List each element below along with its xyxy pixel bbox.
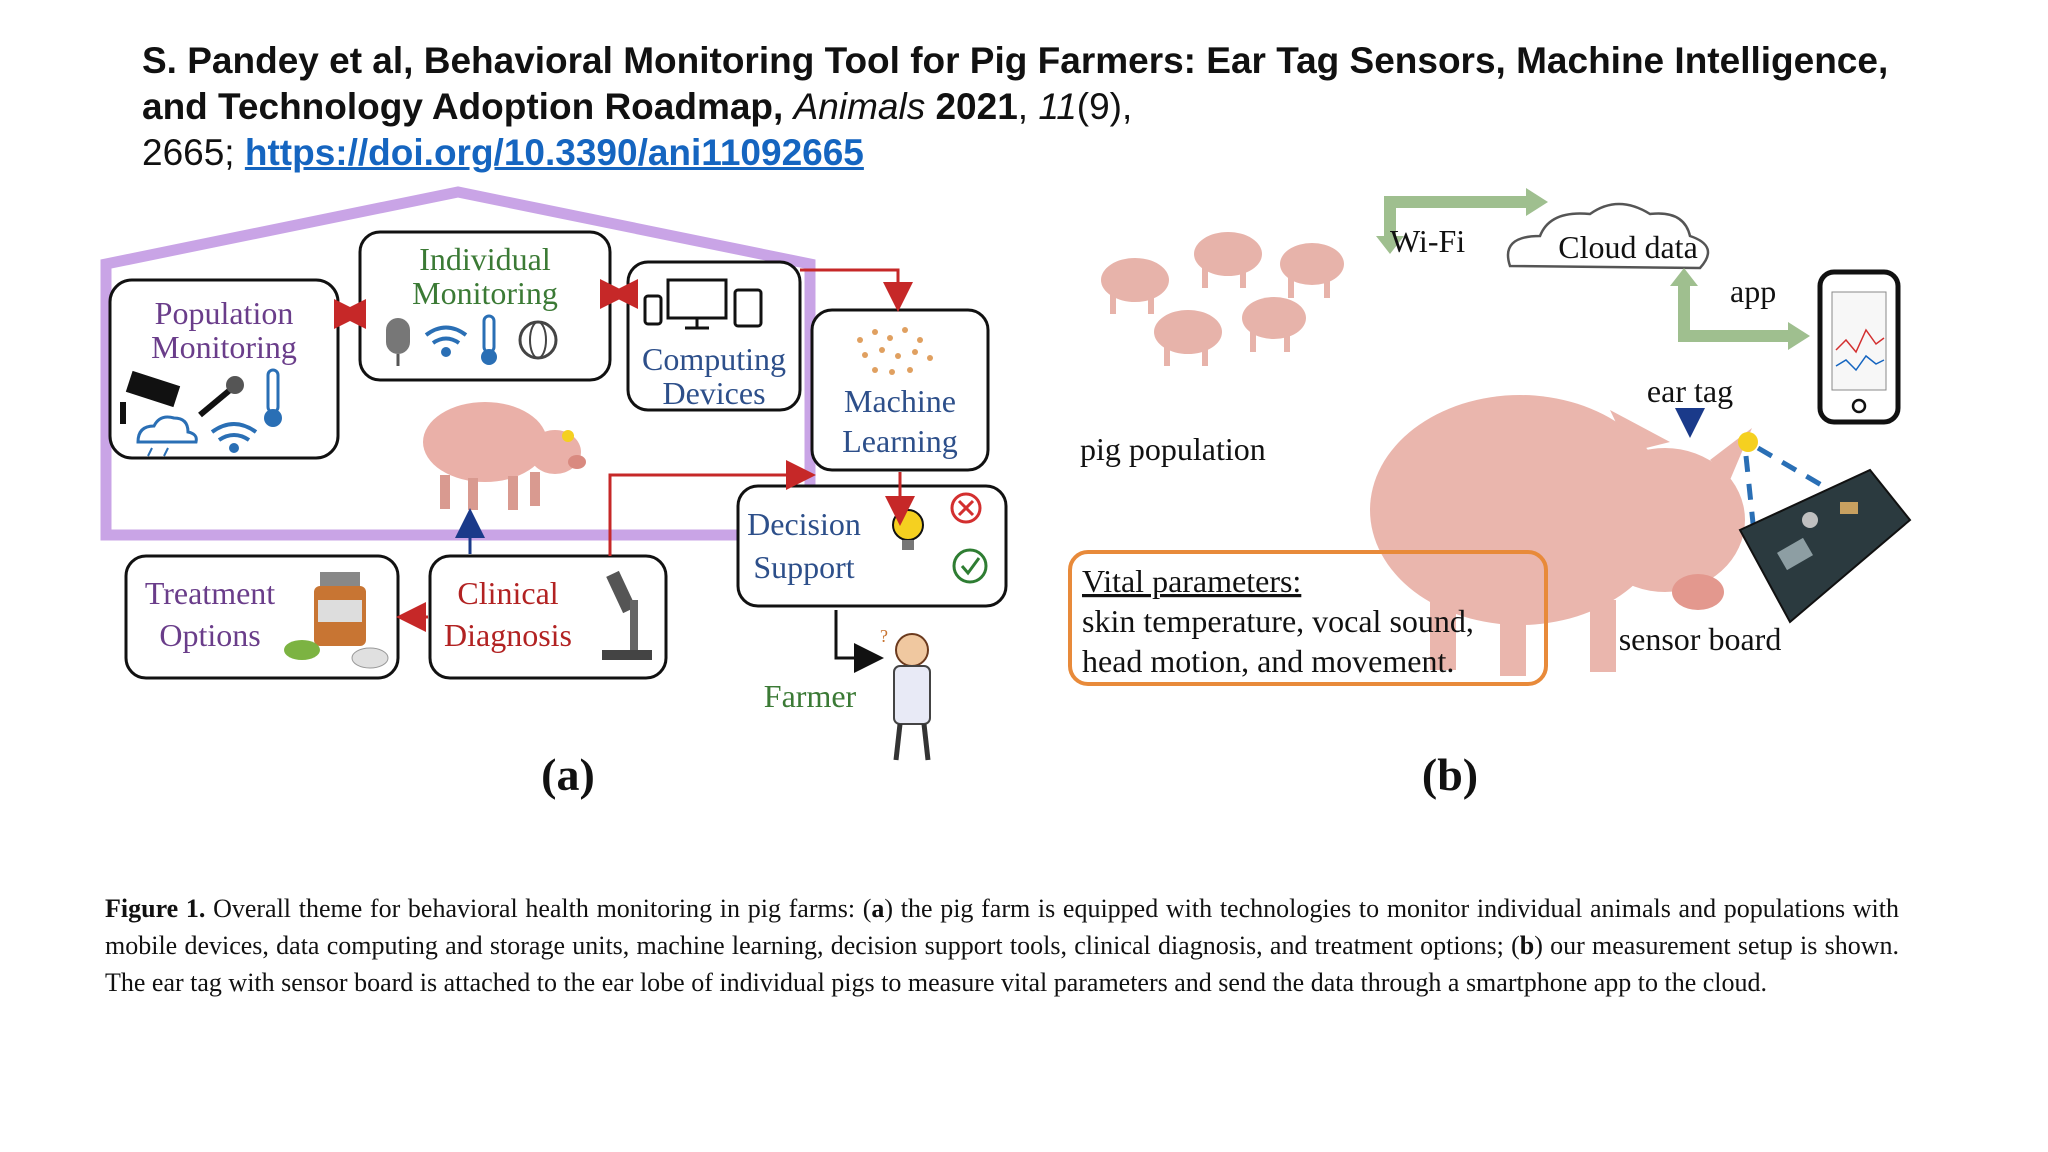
clinical-label-2: Diagnosis <box>444 617 572 653</box>
devices-icon <box>643 278 763 330</box>
caption-a: a <box>871 894 885 923</box>
doi-link[interactable]: https://doi.org/10.3390/ani11092665 <box>244 132 864 173</box>
vital-line-2: head motion, and movement. <box>1082 643 1454 679</box>
wifi-icon <box>210 422 258 453</box>
vital-parameters-box: Vital parameters: skin temperature, voca… <box>1068 550 1548 686</box>
thermometer-icon <box>264 368 282 427</box>
population-label-1: Population <box>155 295 294 331</box>
pig-illustration <box>423 402 586 510</box>
microphone-icon <box>198 376 244 418</box>
population-monitoring-box: Population Monitoring <box>108 278 340 460</box>
pig-population-label: pig population <box>1080 431 1266 467</box>
question-mark-icon: ? <box>880 626 888 646</box>
individual-label-1: Individual <box>419 241 551 277</box>
computing-label-1: Computing <box>642 341 786 377</box>
citation-journal: Animals <box>793 86 926 127</box>
microphone-icon <box>386 318 410 366</box>
sensor-board-label: sensor board <box>1619 621 1782 657</box>
citation-pages: 2665; <box>142 132 235 173</box>
cross-icon <box>950 492 982 524</box>
treatment-options-box: Treatment Options <box>124 554 400 680</box>
sensor-board-illustration <box>1738 468 1912 624</box>
medicine-bottle-icon <box>314 572 366 646</box>
decision-support-box: Decision Support <box>736 484 1008 608</box>
caption-text-3: ) our measurement setup is shown. The ea… <box>105 931 1899 997</box>
citation-title: S. Pandey et al, Behavioral Monitoring T… <box>142 40 1889 127</box>
wifi-arrow <box>1376 188 1548 254</box>
citation-header: S. Pandey et al, Behavioral Monitoring T… <box>142 40 1889 173</box>
individual-monitoring-box: Individual Monitoring <box>358 230 612 382</box>
figure-1: Population Monitoring Individual Monitor… <box>100 186 1912 800</box>
vital-line-1: skin temperature, vocal sound, <box>1082 603 1474 639</box>
clinical-label-1: Clinical <box>457 575 558 611</box>
ml-label-1: Machine <box>844 383 956 419</box>
cloud-rain-icon <box>136 415 198 457</box>
farmer-label: Farmer <box>764 678 857 714</box>
treatment-label-2: Options <box>159 617 260 653</box>
camera-icon <box>120 370 181 424</box>
flow-arrows-a <box>334 268 915 673</box>
wifi-label: Wi-Fi <box>1390 223 1465 259</box>
cloud-data-label: Cloud data <box>1558 229 1698 265</box>
vital-title: Vital parameters: <box>1082 563 1301 599</box>
population-label-2: Monitoring <box>151 329 297 365</box>
big-pig-illustration <box>1370 395 1758 676</box>
caption-label: Figure 1. <box>105 894 206 923</box>
ear-tag-link <box>1743 445 1832 553</box>
citation-issue: (9), <box>1076 86 1133 127</box>
citation-volume: 11 <box>1038 86 1077 127</box>
decision-label-2: Support <box>753 549 854 585</box>
farmer-illustration: ? <box>880 626 931 761</box>
panel-b-label: (b) <box>1422 749 1478 800</box>
app-arrow <box>1670 268 1810 350</box>
machine-learning-box: Machine Learning <box>810 308 990 472</box>
brain-network-icon <box>857 327 933 375</box>
individual-label-2: Monitoring <box>412 275 558 311</box>
cloud-icon <box>1506 202 1710 270</box>
ml-label-2: Learning <box>842 423 958 459</box>
decision-label-1: Decision <box>747 506 861 542</box>
panel-a: Population Monitoring Individual Monitor… <box>100 186 1008 800</box>
clinical-diagnosis-box: Clinical Diagnosis <box>428 554 668 680</box>
ear-tag-label: ear tag <box>1647 373 1733 409</box>
citation-year: 2021 <box>935 86 1018 127</box>
figure-caption: Figure 1. Overall theme for behavioral h… <box>105 890 1899 1001</box>
app-label: app <box>1730 273 1776 309</box>
farm-house-outline <box>100 186 816 541</box>
pills-icon <box>284 640 389 669</box>
panel-b: pig population Wi-Fi Cloud data app ear … <box>1068 188 1912 800</box>
thermometer-icon <box>481 314 497 365</box>
gyroscope-icon <box>518 320 558 360</box>
caption-text-1: Overall theme for behavioral health moni… <box>205 894 872 923</box>
microscope-icon <box>602 570 652 660</box>
caption-text-2: ) the pig farm is equipped with technolo… <box>105 894 1900 960</box>
computing-devices-box: Computing Devices <box>626 260 802 412</box>
caption-b: b <box>1519 931 1535 960</box>
pig-population-illustration <box>1101 232 1344 366</box>
wifi-icon <box>424 325 468 357</box>
treatment-label-1: Treatment <box>145 575 275 611</box>
computing-label-2: Devices <box>662 375 765 411</box>
panel-a-label: (a) <box>541 749 595 800</box>
smartphone-icon <box>1817 269 1901 425</box>
check-icon <box>952 548 988 584</box>
